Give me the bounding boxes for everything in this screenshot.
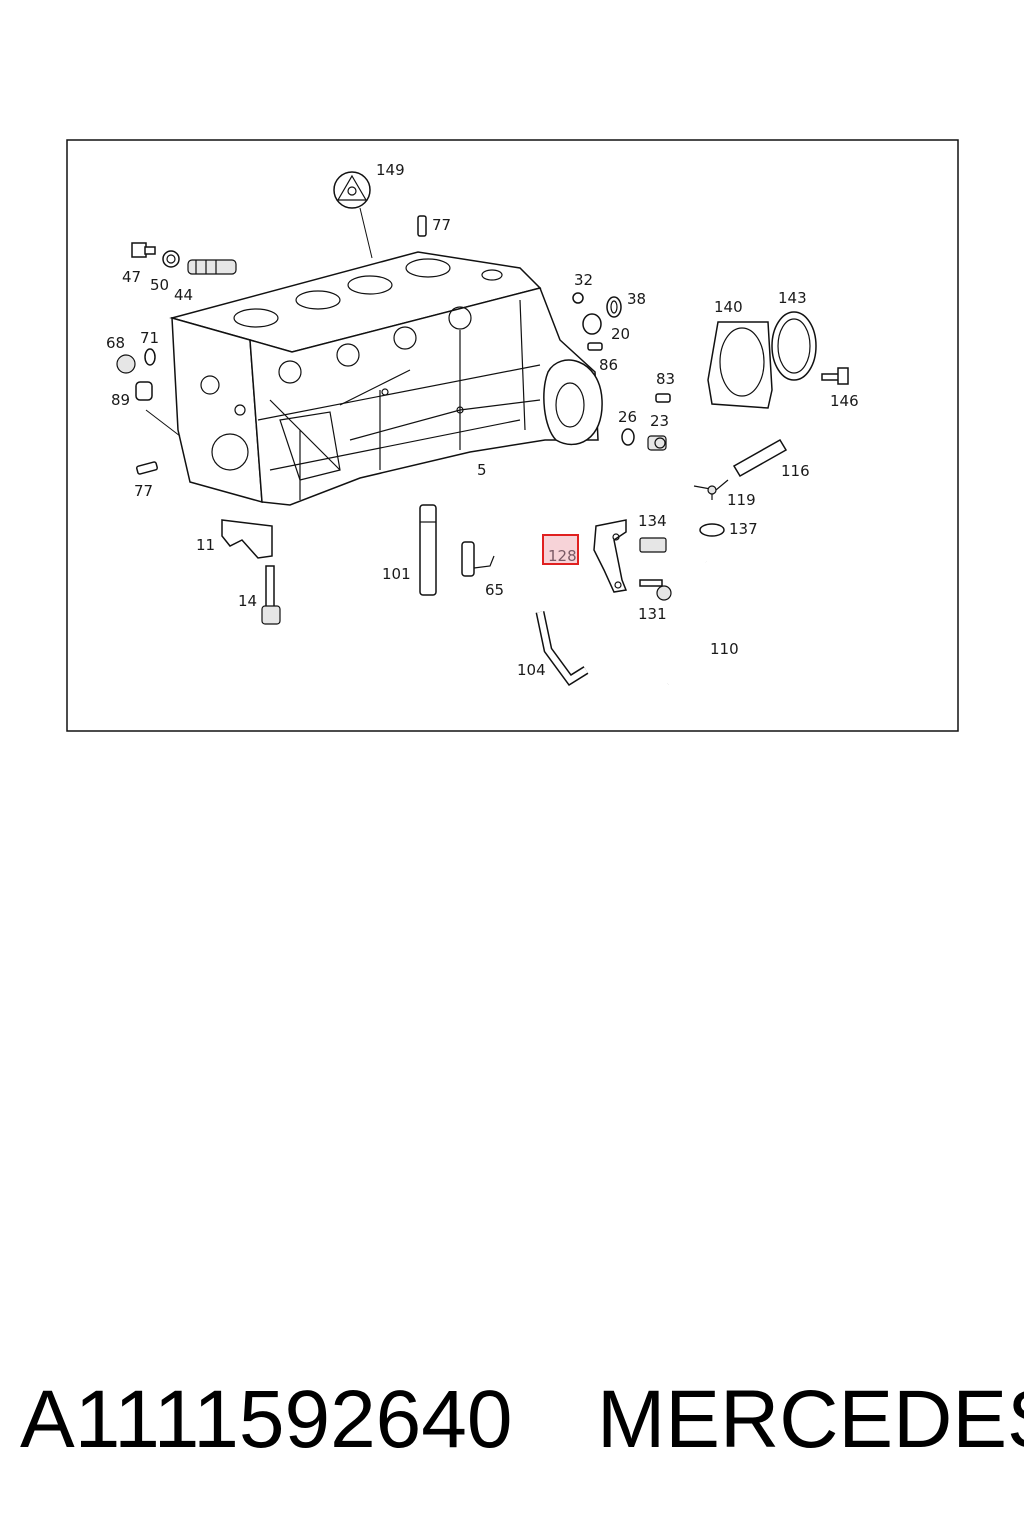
callout-131: 131 (638, 605, 667, 623)
part-128 (593, 519, 628, 593)
callout-65: 65 (485, 581, 504, 599)
part-137 (699, 523, 725, 537)
callout-23: 23 (650, 412, 669, 430)
part-116 (732, 438, 788, 478)
part-83 (655, 393, 671, 403)
part-44 (187, 259, 237, 275)
part-89 (135, 381, 181, 437)
callout-101: 101 (382, 565, 411, 583)
callout-128[interactable]: 128 (548, 547, 577, 565)
part-65 (461, 541, 495, 577)
callout-14: 14 (238, 592, 257, 610)
part-number-caption: A1111592640 (20, 1374, 513, 1465)
callout-116: 116 (781, 462, 810, 480)
callout-26: 26 (618, 408, 637, 426)
callout-140: 140 (714, 298, 743, 316)
callout-86: 86 (599, 356, 618, 374)
part-143 (771, 311, 817, 381)
part-14 (261, 565, 281, 625)
part-32 (572, 292, 584, 304)
part-119 (693, 479, 729, 500)
part-26 (621, 428, 635, 446)
part-86 (587, 342, 603, 351)
callout-47: 47 (122, 268, 141, 286)
callout-143: 143 (778, 289, 807, 307)
part-134 (639, 537, 667, 553)
callout-5: 5 (477, 461, 487, 479)
part-146 (821, 367, 849, 385)
callout-104: 104 (517, 661, 546, 679)
callout-110: 110 (710, 640, 739, 658)
callout-137: 137 (729, 520, 758, 538)
part-131 (639, 579, 672, 601)
callout-68: 68 (106, 334, 125, 352)
part-68 (116, 354, 136, 374)
engine-block (169, 251, 603, 506)
callout-77-top: 77 (432, 216, 451, 234)
part-71 (144, 348, 156, 366)
part-77-pin-top (417, 215, 427, 237)
callout-20: 20 (611, 325, 630, 343)
brand-caption: MERCEDES (597, 1374, 1024, 1465)
callout-11: 11 (196, 536, 215, 554)
callout-146: 146 (830, 392, 859, 410)
part-23 (647, 435, 667, 451)
callout-32: 32 (574, 271, 593, 289)
callout-38: 38 (627, 290, 646, 308)
part-50 (162, 250, 180, 268)
callout-44: 44 (174, 286, 193, 304)
callout-89: 89 (111, 391, 130, 409)
callout-119: 119 (727, 491, 756, 509)
callout-83: 83 (656, 370, 675, 388)
part-77-pin-left (136, 461, 158, 475)
highlight-box-128[interactable] (542, 534, 579, 565)
parts-diagram: 149 77 47 50 44 32 38 20 86 140 143 146 … (66, 139, 959, 732)
part-47 (131, 242, 156, 258)
callout-50: 50 (150, 276, 169, 294)
part-38 (606, 296, 622, 318)
callout-134: 134 (638, 512, 667, 530)
part-149 (333, 171, 373, 259)
part-20 (582, 313, 602, 335)
part-140 (707, 321, 773, 409)
callout-77-left: 77 (134, 482, 153, 500)
part-104 (535, 611, 589, 687)
callout-71: 71 (140, 329, 159, 347)
callout-149: 149 (376, 161, 405, 179)
callout-labels: 149 77 47 50 44 32 38 20 86 140 143 146 … (106, 161, 859, 679)
part-11 (221, 519, 273, 559)
part-110 (665, 561, 716, 687)
part-101 (419, 504, 437, 596)
